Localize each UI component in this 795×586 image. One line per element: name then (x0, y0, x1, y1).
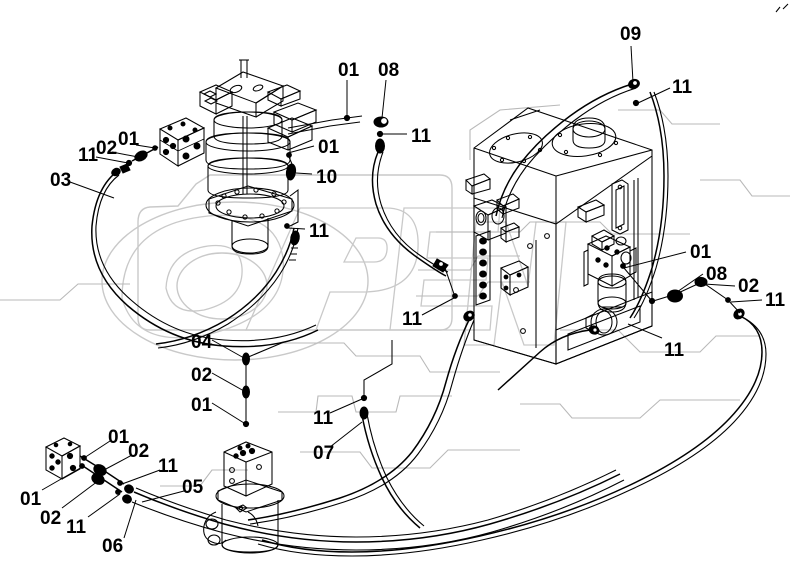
callout-02-bl-upper: 02 (128, 441, 150, 462)
callout-01-top: 01 (338, 60, 360, 81)
hose-tank-bottom-left (247, 263, 767, 557)
callout-09: 09 (620, 24, 642, 45)
callout-11-top: 11 (411, 126, 432, 147)
callout-02-upper-left: 02 (96, 138, 118, 159)
callout-01-right: 01 (690, 242, 712, 263)
callout-02-bl-lower: 02 (40, 508, 62, 529)
callout-08-top: 08 (378, 60, 400, 81)
callout-11-mid: 11 (402, 309, 423, 330)
hose-07 (359, 340, 425, 529)
hose-03 (91, 145, 319, 348)
callout-01-bl-upper: 01 (108, 427, 130, 448)
callout-01-upper-left: 01 (118, 129, 140, 150)
corner-tick-mark (775, 3, 789, 13)
callout-02-stem: 02 (191, 365, 213, 386)
callout-08-right: 08 (706, 264, 728, 285)
hydraulic-tank (465, 107, 653, 365)
hose-top-run (287, 114, 449, 277)
callout-07: 07 (313, 443, 335, 464)
callout-03: 03 (50, 170, 72, 191)
callout-04: 04 (191, 332, 213, 353)
bottom-left-valve-block (44, 437, 625, 551)
callout-11-upper-left: 11 (78, 145, 99, 166)
callout-11-top-right: 11 (672, 77, 693, 98)
callout-02-right: 02 (738, 276, 760, 297)
callout-11-bl-upper: 11 (158, 456, 179, 477)
hose-09 (495, 78, 669, 319)
callout-01-motor-right: 01 (318, 137, 340, 158)
leader-lines (41, 45, 763, 539)
callout-01-stem: 01 (191, 395, 213, 416)
callout-11-motor-below: 11 (309, 221, 330, 242)
swivel-joint (203, 441, 285, 554)
left-valve-block (158, 117, 206, 167)
vertical-callout-stem (242, 341, 285, 428)
callout-11-near-07: 11 (313, 408, 334, 429)
callout-11-bl-lower: 11 (66, 517, 87, 538)
callout-11-tank-bottom: 11 (664, 340, 685, 361)
callout-11-far-right: 11 (765, 290, 786, 311)
callout-10: 10 (316, 167, 338, 188)
callout-05: 05 (182, 477, 204, 498)
swing-motor-assembly (198, 59, 318, 255)
callout-01-bl-lower: 01 (20, 489, 42, 510)
hose-10 (285, 152, 297, 181)
callout-06: 06 (102, 536, 124, 557)
watermark-group (0, 104, 790, 487)
hose-motor-down (155, 223, 300, 349)
